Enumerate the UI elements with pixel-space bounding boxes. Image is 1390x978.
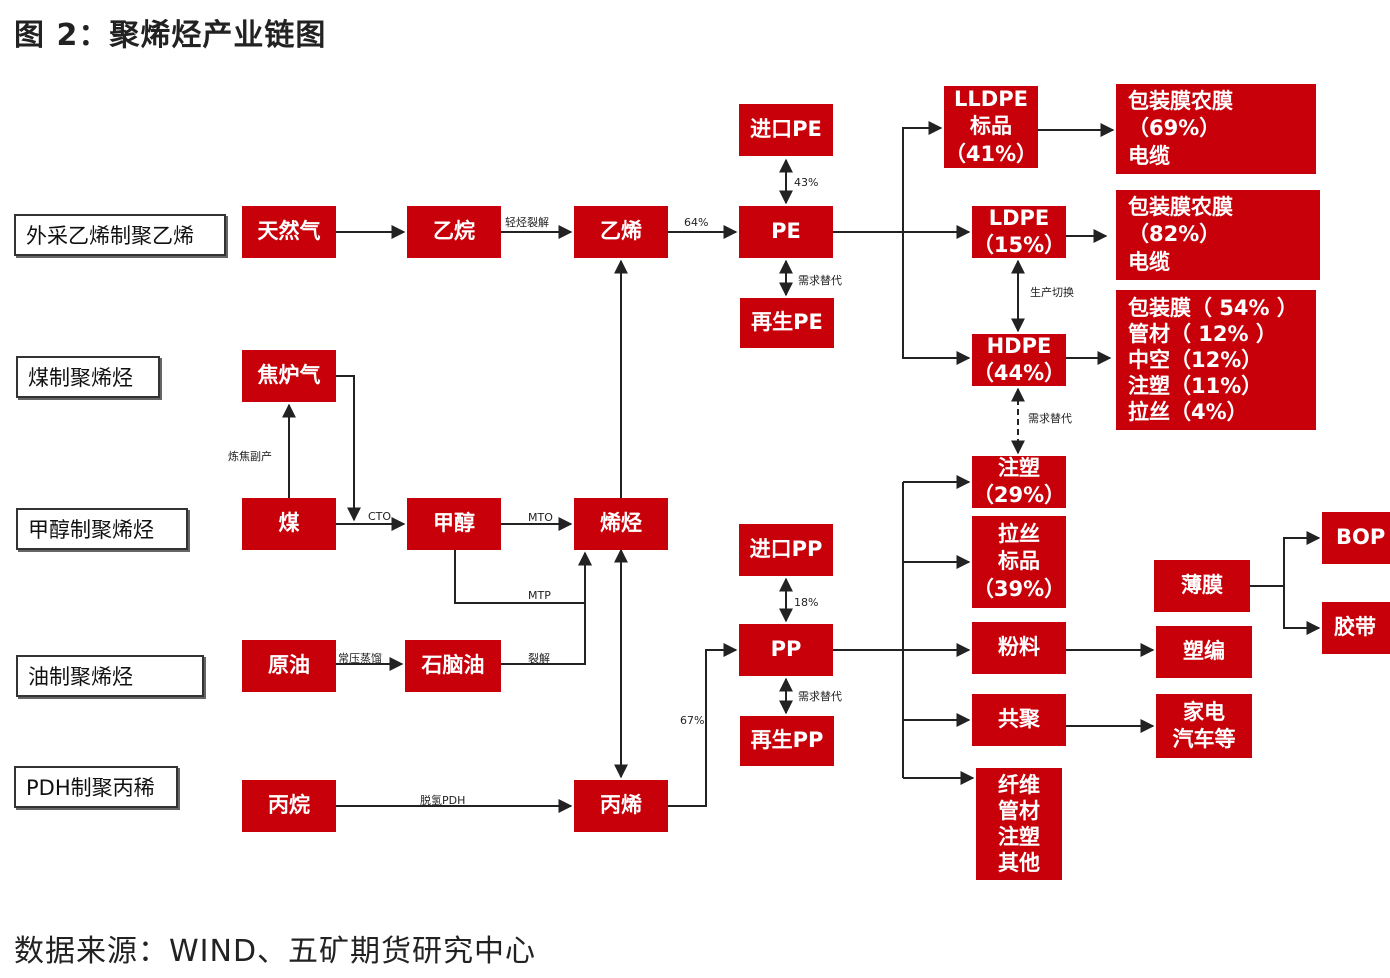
edge-label-cracking: 裂解 — [528, 652, 550, 665]
route-coal-to-polyolefin: 煤制聚烯烃 — [16, 356, 160, 398]
connector-lines — [282, 121, 1321, 813]
edge-label-67-percent: 67% — [680, 714, 705, 727]
edge-label-18-percent: 18% — [794, 596, 819, 609]
edge-label-hdpe-demand-substitution: 需求替代 — [1028, 412, 1072, 425]
node-methanol: 甲醇 — [407, 498, 501, 550]
node-propylene: 丙烯 — [574, 780, 668, 832]
node-pp-injection: 注塑 （29%） — [972, 455, 1066, 508]
connector-12 — [501, 551, 592, 665]
node-natural-gas: 天然气 — [242, 206, 336, 258]
node-import-pe: 进口PE — [739, 104, 833, 156]
route-methanol-to-polyolefin: 甲醇制聚烯烃 — [16, 508, 188, 550]
connector-36 — [1283, 586, 1321, 635]
node-woven: 塑编 — [1156, 626, 1252, 678]
node-pp-copolymer: 共聚 — [972, 694, 1066, 746]
node-lldpe: LLDPE 标品 （41%） — [944, 86, 1038, 168]
node-recycled-pp: 再生PP — [740, 716, 834, 766]
connector-5 — [336, 375, 361, 522]
edge-label-mto: MTO — [528, 511, 553, 524]
node-hdpe: HDPE （44%） — [972, 333, 1066, 386]
node-appliance-auto: 家电 汽车等 — [1156, 694, 1252, 758]
node-pp-powder: 粉料 — [972, 622, 1066, 674]
node-tape: 胶带 — [1322, 602, 1390, 654]
node-lldpe-end-use: 包装膜农膜（69%） 电缆 — [1116, 84, 1316, 174]
node-coal: 煤 — [242, 498, 336, 550]
node-ldpe: LDPE （15%） — [972, 205, 1066, 258]
edge-label-pe-demand-substitution: 需求替代 — [798, 274, 842, 287]
edge-label-light-hydrocarbon-cracking: 轻烃裂解 — [505, 216, 549, 229]
node-coke-oven-gas: 焦炉气 — [242, 350, 336, 402]
edge-label-pp-demand-substitution: 需求替代 — [798, 690, 842, 703]
data-source-note: 数据来源：WIND、五矿期货研究中心 — [14, 934, 537, 969]
edge-label-coking-byproduct: 炼焦副产 — [228, 450, 272, 463]
connector-15 — [668, 643, 738, 807]
node-pp-raffia: 拉丝 标品 （39%） — [972, 516, 1066, 608]
route-pdh-to-polypropylene: PDH制聚丙稀 — [14, 766, 178, 808]
edge-label-64-percent: 64% — [684, 216, 709, 229]
node-naphtha: 石脑油 — [405, 640, 501, 692]
edge-label-production-switch: 生产切换 — [1030, 286, 1074, 299]
edge-label-cto: CTO — [368, 510, 392, 523]
node-import-pp: 进口PP — [739, 524, 833, 576]
node-propane: 丙烷 — [242, 780, 336, 832]
node-hdpe-end-use: 包装膜（ 54% ） 管材（ 12% ） 中空（12%） 注塑（11%） 拉丝（… — [1116, 290, 1316, 430]
node-ethylene: 乙烯 — [574, 206, 668, 258]
node-film: 薄膜 — [1154, 560, 1250, 612]
figure-title: 图 2：聚烯烃产业链图 — [14, 18, 327, 53]
node-ethane: 乙烷 — [407, 206, 501, 258]
node-crude-oil: 原油 — [242, 640, 336, 692]
node-olefin: 烯烃 — [574, 498, 668, 550]
node-pp-fiber-pipe-other: 纤维 管材 注塑 其他 — [976, 768, 1062, 880]
connector-21 — [902, 232, 971, 365]
edge-label-atmospheric-distillation: 常压蒸馏 — [338, 652, 382, 665]
edge-label-pdh: 脱氢PDH — [420, 794, 466, 807]
route-ethylene-to-pe: 外采乙烯制聚乙烯 — [14, 214, 226, 256]
connector-19 — [902, 127, 941, 232]
node-bop: BOP — [1322, 512, 1390, 564]
edge-label-43-percent: 43% — [794, 176, 819, 189]
node-pe: PE — [739, 206, 833, 258]
node-ldpe-end-use: 包装膜农膜（82%） 电缆 — [1116, 190, 1320, 280]
connector-35 — [1250, 531, 1321, 587]
edge-label-mtp: MTP — [528, 589, 551, 602]
node-pp: PP — [739, 624, 833, 676]
route-oil-to-polyolefin: 油制聚烯烃 — [16, 655, 204, 697]
node-recycled-pe: 再生PE — [740, 298, 834, 348]
connector-10 — [454, 550, 592, 604]
